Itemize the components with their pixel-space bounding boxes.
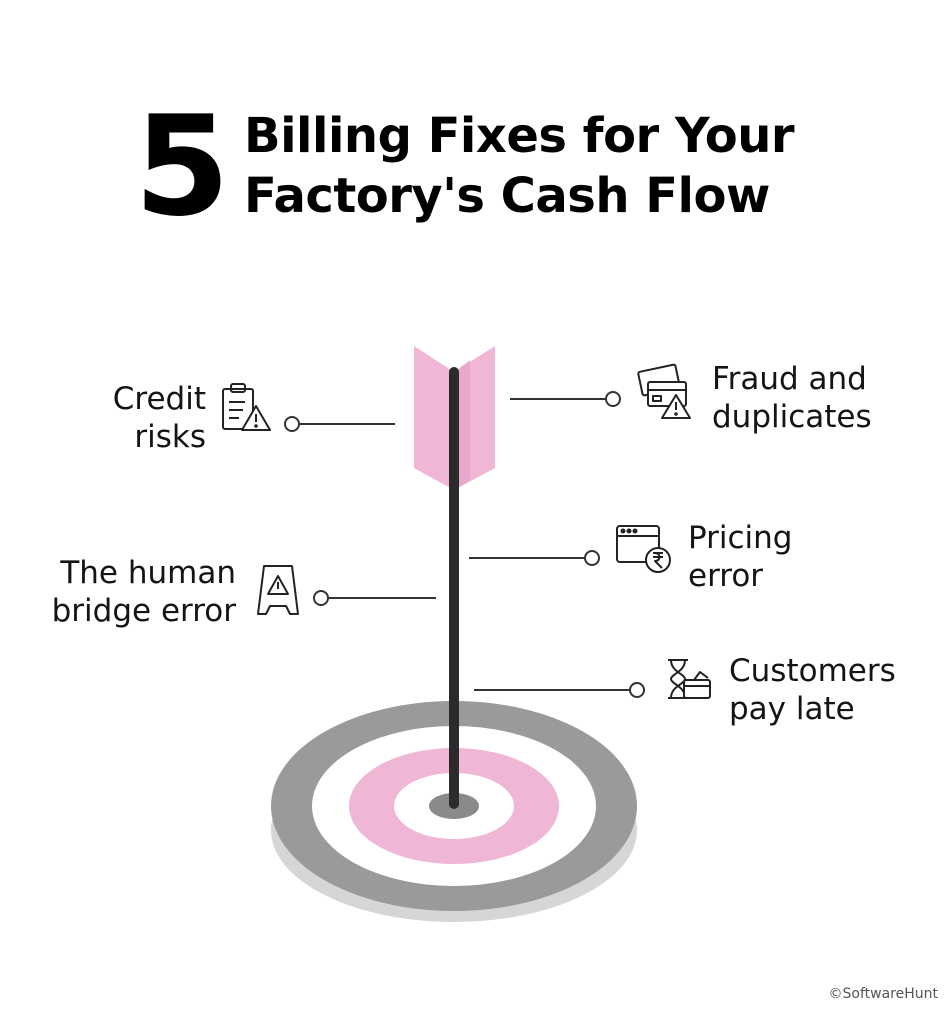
title-line-1: Billing Fixes for Your [244,108,795,164]
connector-credit-risks [284,416,395,432]
connector-human-bridge [313,590,436,606]
warning-sign-board-icon [257,565,299,615]
label-human-bridge-error: The human bridge error [51,555,236,629]
label-pricing-error: Pricing error [688,520,793,594]
label-customers-pay-late: Customers pay late [729,653,896,727]
label-credit-risks: Credit risks [112,381,206,455]
header: 5 Billing Fixes for Your Factory's Cash … [0,0,948,260]
title-line-2: Factory's Cash Flow [244,168,770,224]
connector-fraud [510,391,621,407]
label-fraud-duplicates: Fraud and duplicates [712,361,872,435]
connector-customers [474,682,645,698]
cards-warning-icon [637,363,691,419]
footer-credit: ©SoftwareHunt [828,986,938,1002]
connector-pricing [469,550,600,566]
page-title: Billing Fixes for Your Factory's Cash Fl… [244,106,795,226]
header-number: 5 [134,86,231,247]
clipboard-warning-icon [222,383,271,431]
hourglass-money-icon [668,659,711,699]
arrow-fletch-left [414,346,454,490]
browser-rupee-icon [616,525,671,573]
